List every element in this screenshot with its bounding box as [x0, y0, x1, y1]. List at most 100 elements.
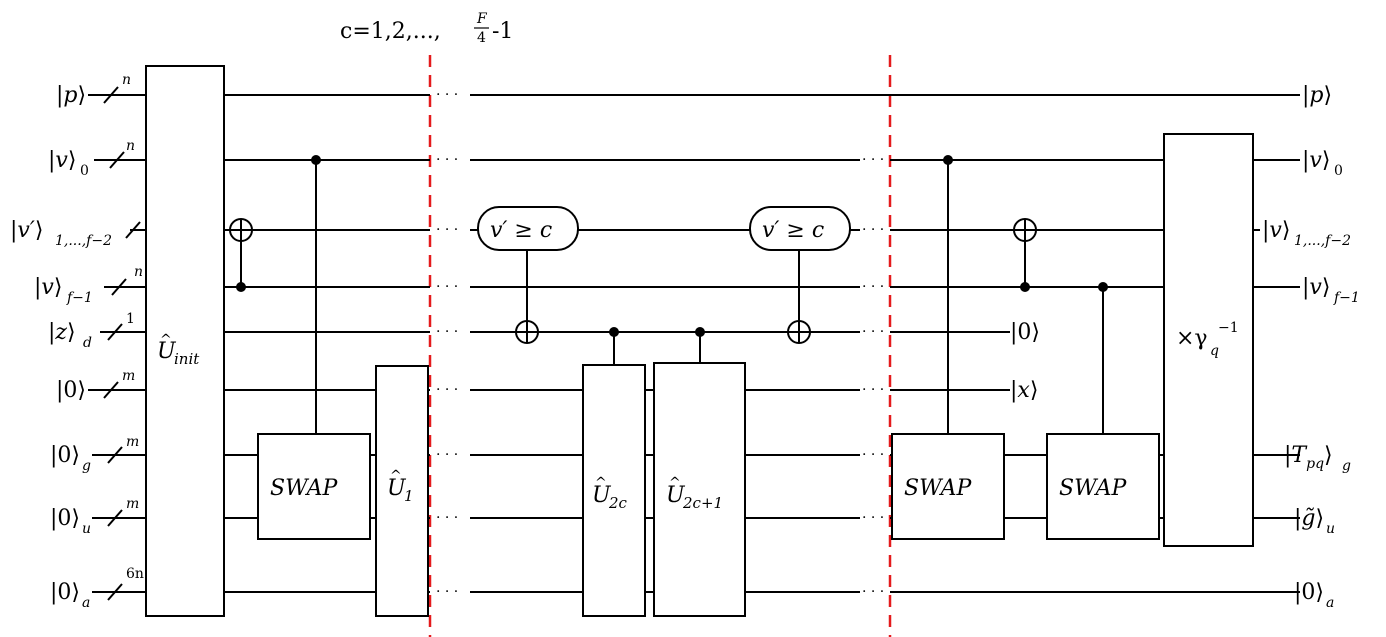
svg-text:· · ·: · · ·	[862, 279, 884, 295]
u2c1-gate: U ^ 2c+1	[653, 362, 746, 617]
svg-text:|p⟩: |p⟩	[56, 83, 86, 108]
svg-text:−1: −1	[1218, 320, 1239, 336]
svg-text:|p⟩: |p⟩	[1302, 83, 1332, 108]
svg-text:^: ^	[390, 468, 402, 484]
svg-text:m: m	[126, 434, 139, 450]
svg-text:v′ ≥ c: v′ ≥ c	[762, 218, 824, 243]
svg-text:· · ·: · · ·	[436, 279, 458, 295]
loop-label: c=1,2,..., F 4 -1	[340, 11, 513, 46]
cnot-target-3	[787, 320, 811, 344]
swap-gate-3: SWAP	[1046, 433, 1160, 540]
svg-text:^: ^	[595, 475, 607, 491]
ellipsis-dots: · · · · · · · · · · · · · · · · · · · · …	[436, 87, 884, 600]
svg-text:m: m	[122, 368, 135, 384]
svg-text:|g̃⟩: |g̃⟩	[1294, 506, 1324, 531]
control-dot-3	[609, 327, 619, 337]
svg-text:U: U	[592, 483, 612, 508]
svg-text:|z⟩: |z⟩	[48, 320, 76, 345]
svg-text:2c+1: 2c+1	[682, 494, 723, 512]
svg-text:U: U	[157, 339, 177, 364]
svg-text:· · ·: · · ·	[436, 584, 458, 600]
loop-frac-den: 4	[477, 30, 486, 46]
loop-label-tail: -1	[492, 19, 513, 44]
mid-output-labels: |0⟩ |x⟩	[1010, 320, 1040, 403]
svg-text:a: a	[1326, 595, 1334, 611]
svg-text:· · ·: · · ·	[862, 584, 884, 600]
u2c-gate: U ^ 2c	[582, 364, 646, 617]
control-dot-7	[1098, 282, 1108, 292]
svg-text:f−1: f−1	[66, 290, 93, 306]
svg-text:n: n	[126, 138, 135, 154]
svg-text:^: ^	[160, 332, 172, 348]
svg-text:|v′⟩: |v′⟩	[10, 218, 43, 243]
svg-text:f−1: f−1	[1333, 290, 1360, 306]
u1-gate: U ^ 1	[375, 365, 429, 617]
svg-text:n: n	[122, 72, 131, 88]
svg-text:U: U	[387, 476, 407, 501]
svg-text:|0⟩: |0⟩	[50, 580, 80, 605]
svg-text:|v⟩: |v⟩	[1302, 275, 1330, 300]
cond-oval-2: v′ ≥ c	[749, 206, 851, 251]
loop-label-text: c=1,2,...,	[340, 19, 441, 44]
svg-text:SWAP: SWAP	[1059, 476, 1127, 501]
svg-text:|x⟩: |x⟩	[1010, 378, 1038, 403]
cnot-target-1	[229, 218, 253, 242]
svg-text:· · ·: · · ·	[436, 382, 458, 398]
svg-text:m: m	[126, 496, 139, 512]
u-init-gate: U ^ init	[145, 65, 225, 617]
svg-text:· · ·: · · ·	[436, 152, 458, 168]
svg-text:· · ·: · · ·	[436, 87, 458, 103]
svg-text:· · ·: · · ·	[862, 324, 884, 340]
svg-text:n: n	[134, 264, 143, 280]
svg-text:|0⟩: |0⟩	[50, 506, 80, 531]
svg-text:q: q	[1210, 343, 1219, 359]
control-dot-2	[311, 155, 321, 165]
svg-text:init: init	[174, 350, 200, 368]
cnot-target-4	[1013, 218, 1037, 242]
svg-text:2c: 2c	[608, 494, 628, 512]
gamma-gate: ×γ q −1	[1163, 133, 1254, 547]
svg-text:· · ·: · · ·	[862, 510, 884, 526]
svg-text:· · ·: · · ·	[436, 510, 458, 526]
loop-frac-num: F	[476, 11, 488, 27]
svg-text:· · ·: · · ·	[862, 447, 884, 463]
svg-text:|Tpq⟩: |Tpq⟩	[1284, 443, 1333, 472]
svg-text:· · ·: · · ·	[436, 222, 458, 238]
svg-text:· · ·: · · ·	[436, 447, 458, 463]
svg-text:^: ^	[669, 475, 681, 491]
svg-text:u: u	[1326, 521, 1335, 537]
control-dot-1	[236, 282, 246, 292]
control-dot-4	[695, 327, 705, 337]
svg-text:|v⟩: |v⟩	[48, 148, 76, 173]
svg-text:U: U	[666, 483, 686, 508]
svg-text:1: 1	[126, 311, 135, 327]
cnot-target-2	[515, 320, 539, 344]
svg-text:1,...,f−2: 1,...,f−2	[1294, 233, 1351, 249]
svg-text:|0⟩: |0⟩	[50, 443, 80, 468]
control-dot-5	[943, 155, 953, 165]
svg-text:0: 0	[80, 163, 89, 179]
svg-text:SWAP: SWAP	[270, 476, 338, 501]
cond-oval-1: v′ ≥ c	[477, 206, 579, 251]
svg-text:g: g	[82, 458, 91, 474]
svg-text:SWAP: SWAP	[904, 476, 972, 501]
svg-text:|v⟩: |v⟩	[1262, 218, 1290, 243]
swap-gate-2: SWAP	[891, 433, 1005, 540]
swap-gate-1: SWAP	[257, 433, 371, 540]
svg-text:|0⟩: |0⟩	[56, 378, 86, 403]
svg-text:a: a	[82, 595, 90, 611]
input-labels: |p⟩ n |v⟩ 0 n |v′⟩ 1,...,f−2 |v⟩ f−1 n |…	[10, 72, 144, 611]
svg-text:· · ·: · · ·	[436, 324, 458, 340]
svg-text:1: 1	[404, 487, 414, 505]
svg-text:0: 0	[1334, 163, 1343, 179]
svg-text:1,...,f−2: 1,...,f−2	[55, 233, 112, 249]
svg-text:· · ·: · · ·	[862, 382, 884, 398]
output-labels: |p⟩ |v⟩ 0 |v⟩ 1,...,f−2 |v⟩ f−1 |Tpq⟩ g …	[1262, 83, 1360, 611]
control-dot-6	[1020, 282, 1030, 292]
svg-text:· · ·: · · ·	[862, 222, 884, 238]
svg-text:u: u	[82, 521, 91, 537]
svg-text:|v⟩: |v⟩	[34, 275, 62, 300]
svg-text:· · ·: · · ·	[862, 152, 884, 168]
control-lines	[240, 160, 1104, 434]
svg-text:v′ ≥ c: v′ ≥ c	[490, 218, 552, 243]
